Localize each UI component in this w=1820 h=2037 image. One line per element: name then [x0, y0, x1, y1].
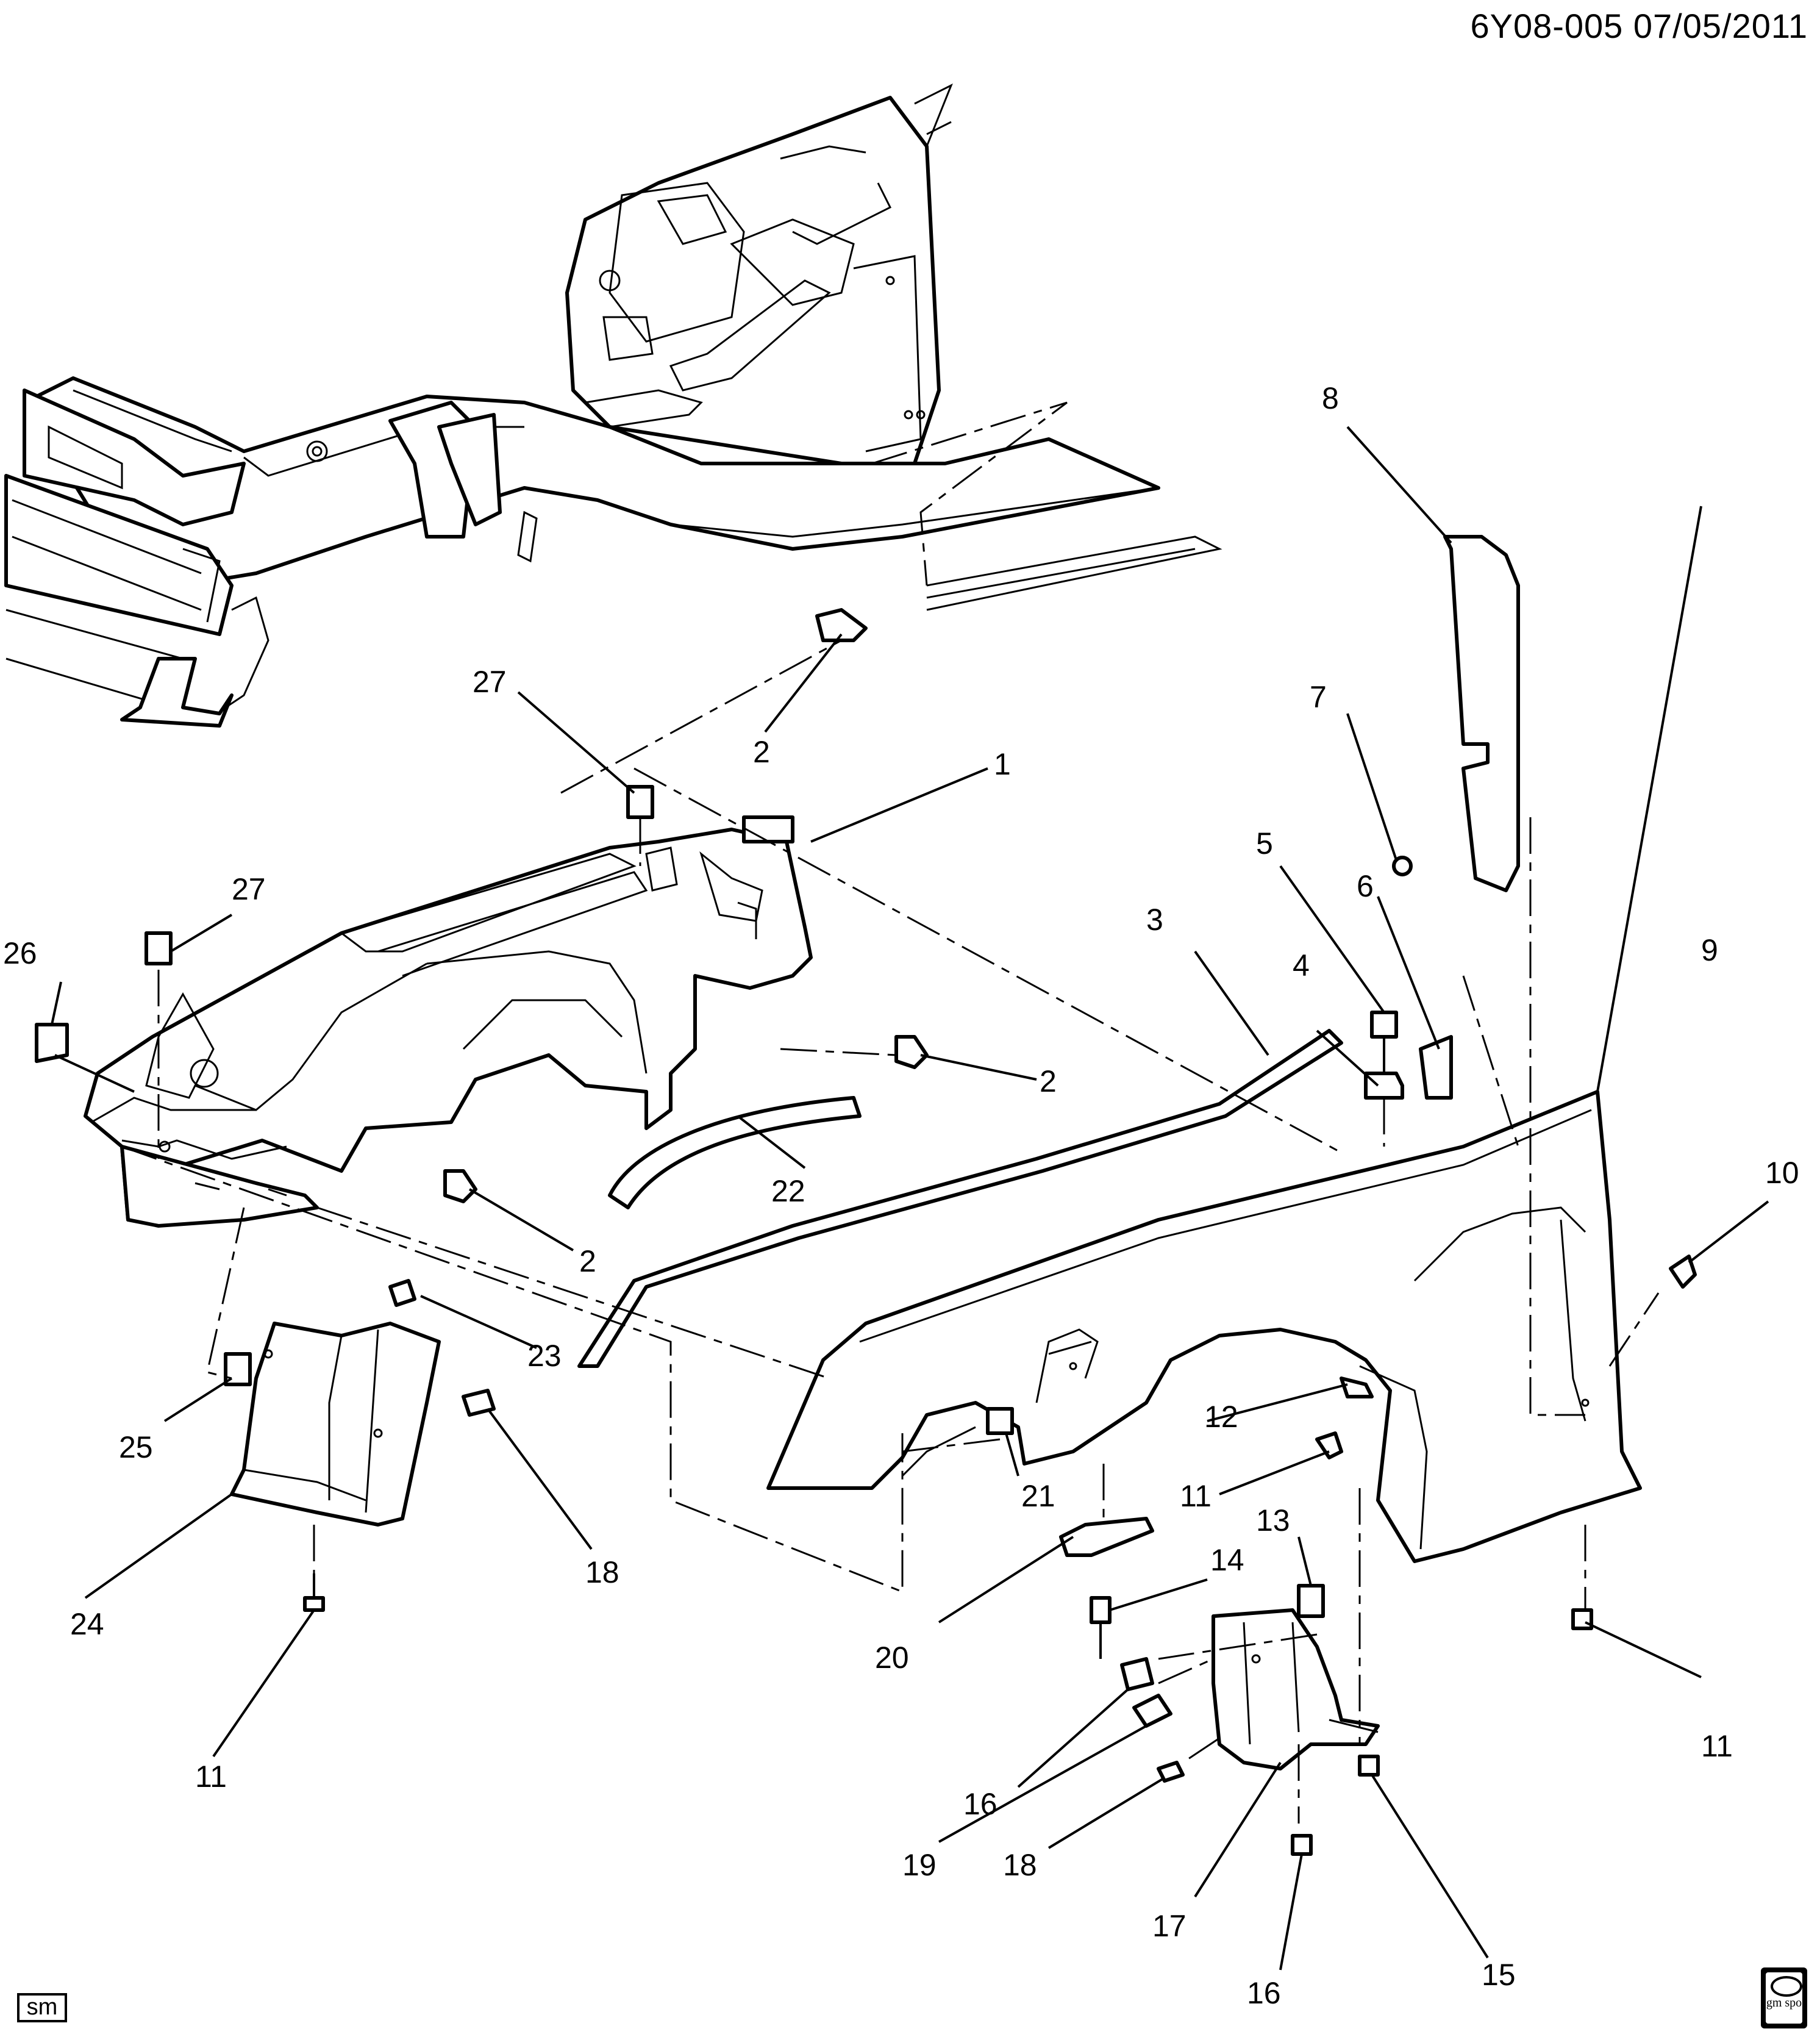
insulator-6 [1419, 1035, 1453, 1100]
rivet-14 [1090, 1596, 1112, 1624]
retainer-27-left [145, 931, 173, 965]
callout-27: 27 [232, 872, 266, 906]
leader-lines [51, 426, 1769, 1971]
push-pin-18-front [462, 1389, 496, 1417]
clip-26 [35, 1023, 69, 1063]
diagram-code: 6Y08-005 07/05/2011 [1470, 7, 1808, 45]
callout-10: 10 [1765, 1156, 1799, 1190]
nut-2-mid [894, 1035, 929, 1069]
callout-27: 27 [473, 665, 507, 699]
callout-22: 22 [771, 1174, 805, 1208]
vehicle-body-structure [4, 83, 1222, 728]
screw-16-upper [1120, 1657, 1154, 1691]
callout-2: 2 [1040, 1064, 1057, 1098]
bumper-4 [1364, 1072, 1404, 1100]
clip-12 [1340, 1376, 1374, 1398]
fender-rear-extension [1443, 535, 1520, 892]
sm-badge: sm [17, 1993, 67, 2022]
callout-12: 12 [1204, 1400, 1238, 1434]
retainer-19 [1132, 1694, 1172, 1728]
callout-17: 17 [1152, 1909, 1187, 1943]
gm-spo-logo: gm spo [1761, 1967, 1807, 2028]
callout-20: 20 [875, 1641, 909, 1675]
callout-11: 11 [1701, 1729, 1733, 1763]
nut-2-lower [443, 1169, 477, 1203]
callout-25: 25 [119, 1430, 153, 1464]
callout-1: 1 [994, 747, 1011, 781]
callout-6: 6 [1357, 869, 1374, 903]
nut-13 [1297, 1584, 1325, 1618]
wheel-opening-molding [608, 1096, 862, 1209]
bolt-11-fender [1315, 1431, 1343, 1459]
gm-spo-logo-text: gm spo [1766, 1996, 1802, 2010]
callout-labels: 1 2 2 2 2 3 4 5 6 7 8 9 10 11 11 11 11 1… [3, 381, 1799, 2010]
front-fender-panel [766, 1090, 1642, 1563]
bolt-10 [1669, 1255, 1697, 1289]
callout-2: 2 [753, 735, 770, 769]
callout-26: 26 [3, 936, 37, 970]
nut-25 [224, 1352, 252, 1386]
callout-13: 13 [1256, 1503, 1290, 1538]
bolt-21 [986, 1407, 1014, 1435]
retainer-27-upper [626, 785, 654, 819]
callout-8: 8 [1322, 381, 1339, 415]
fender-bracket [1059, 1517, 1154, 1557]
callout-3: 3 [1146, 903, 1163, 937]
callout-18: 18 [585, 1555, 619, 1589]
bolt-11-left [303, 1596, 325, 1612]
fender-seal [577, 1029, 1343, 1368]
nut-7 [1392, 856, 1413, 876]
callout-16: 16 [1247, 1976, 1281, 2010]
callout-4: 4 [1293, 948, 1310, 983]
callout-7: 7 [1310, 680, 1327, 714]
bolt-15 [1358, 1755, 1380, 1777]
bolt-23 [388, 1279, 416, 1307]
front-air-deflector [230, 1322, 441, 1527]
bolt-11-right [1571, 1608, 1593, 1630]
callout-16: 16 [963, 1787, 997, 1821]
callout-21: 21 [1021, 1479, 1055, 1513]
callout-15: 15 [1482, 1958, 1516, 1992]
push-pin-18-rear [1157, 1761, 1185, 1783]
front-fender-liner [84, 815, 813, 1228]
callout-11: 11 [195, 1760, 227, 1794]
callout-19: 19 [902, 1848, 937, 1882]
callout-14: 14 [1210, 1543, 1244, 1577]
callout-18: 18 [1003, 1848, 1037, 1882]
callout-2: 2 [579, 1244, 596, 1278]
callout-5: 5 [1256, 826, 1273, 861]
callout-9: 9 [1701, 933, 1718, 967]
callout-23: 23 [527, 1339, 562, 1373]
rear-air-deflector [1212, 1608, 1380, 1770]
callout-11: 11 [1180, 1479, 1212, 1513]
bolt-5 [1370, 1011, 1398, 1039]
callout-24: 24 [70, 1607, 104, 1641]
alignment-lines [121, 401, 1660, 1824]
screw-16-lower [1291, 1834, 1313, 1856]
nut-2-top [815, 608, 868, 642]
fasteners [35, 608, 1697, 1856]
